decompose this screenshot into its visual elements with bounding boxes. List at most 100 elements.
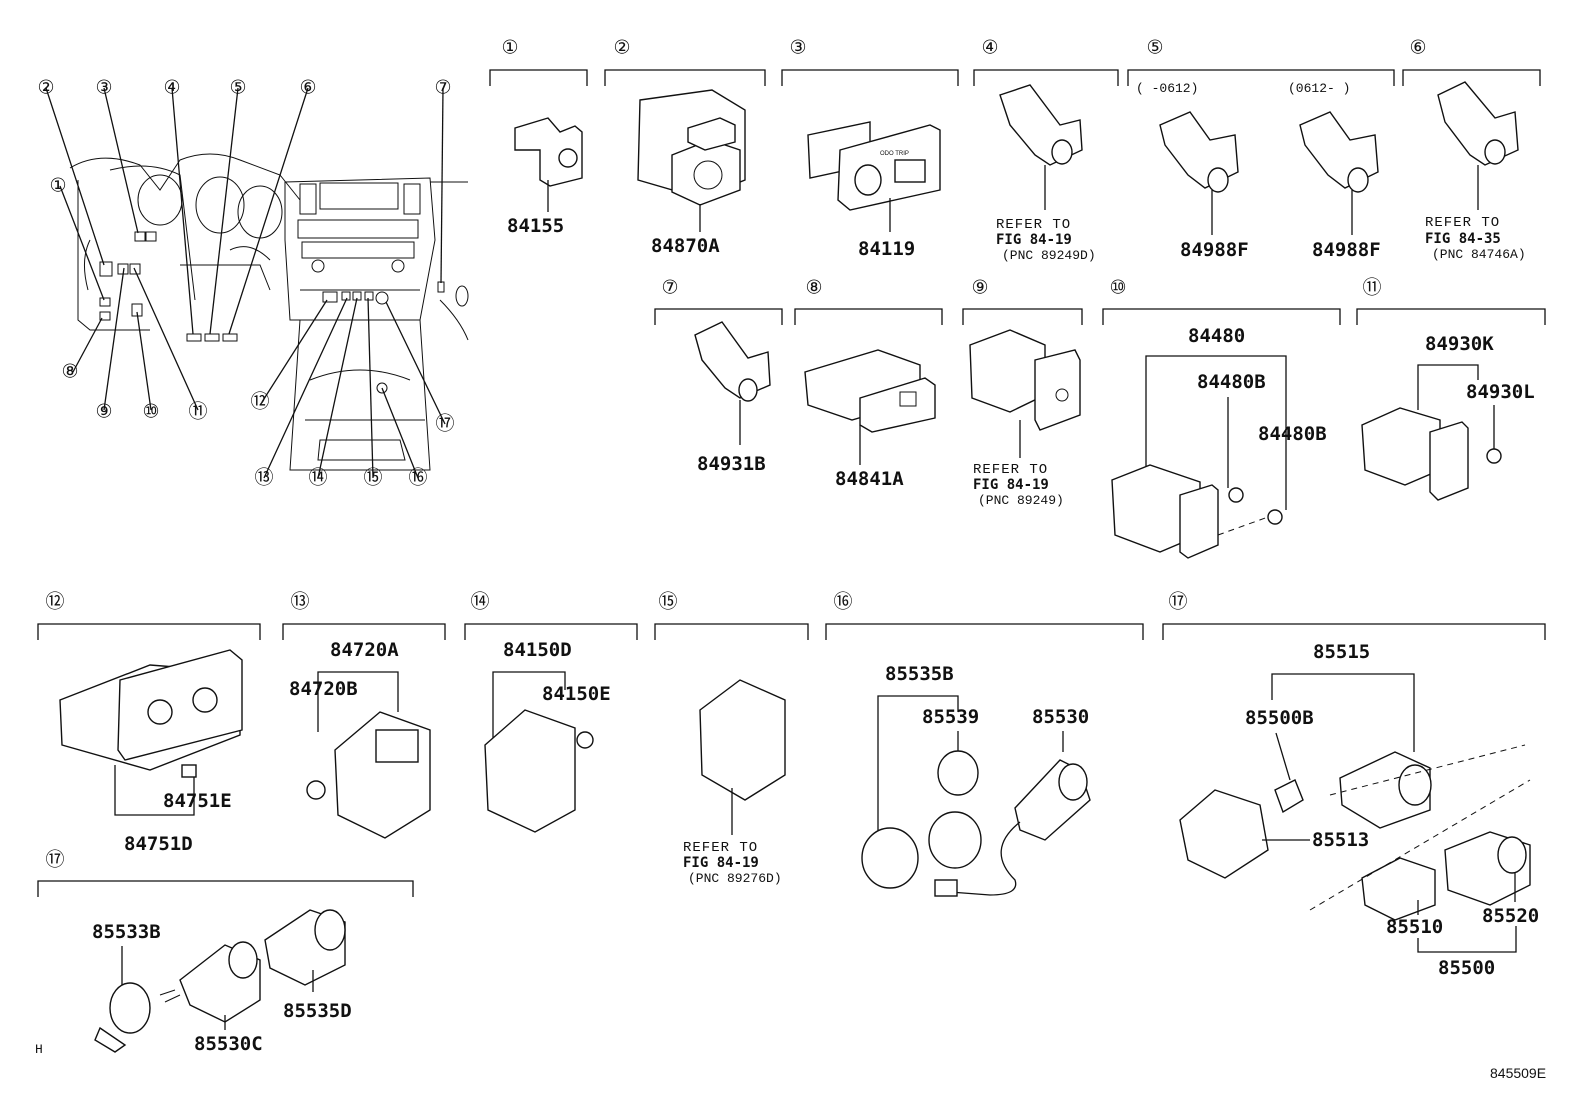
overview-callout-1: ① [49,176,66,197]
overview-callout-14: ⑭ [308,467,327,489]
section-4: ④ REFER TO FIG 84-19 (PNC 89249D) [973,38,1119,263]
overview-callout-8: ⑧ [61,362,78,383]
corner-mark: H [35,1042,43,1057]
section-number: ⑥ [1409,38,1426,59]
section-number: ⑤ [1146,38,1163,59]
section-7: ⑦ 84931B [654,278,783,475]
overview-callout-9: ⑨ [95,402,112,423]
section-12: ⑫ 84751E 84751D [37,591,261,855]
overview-leaders [45,87,446,479]
section-number: ⑰ [1168,591,1187,613]
part-number-84720b: 84720B [289,678,358,700]
part-number-85500b: 85500B [1245,707,1314,729]
overview-callout-12: ⑫ [250,391,269,413]
section-number: ⑨ [971,278,988,299]
section-15: ⑮ REFER TO FIG 84-19 (PNC 89276D) [654,591,809,886]
part-number-85535b: 85535B [885,663,954,685]
part-number-84150e: 84150E [542,683,611,705]
section-number: ⑦ [661,278,678,299]
part-number-85530c: 85530C [194,1033,263,1055]
range-early: ( -0612) [1136,81,1198,96]
section-2: ② 84870A [604,38,766,257]
section-number: ⑪ [1362,277,1381,299]
section-1: ① 84155 [489,38,588,237]
section-6: ⑥ REFER TO FIG 84-35 (PNC 84746A) [1402,38,1541,262]
refer-line-3: (PNC 89249) [978,493,1064,508]
section-number: ② [613,38,630,59]
figure-code: 845509E [1490,1065,1546,1081]
part-number: 84988F [1180,239,1249,261]
refer-line-3: (PNC 84746A) [1432,247,1526,262]
overview-callout-3: ③ [95,78,112,99]
overview-callout-17: ⑰ [435,413,454,435]
section-number: ⑰ [45,849,64,871]
part-number: 84988F [1312,239,1381,261]
section-5: ⑤ ( -0612) (0612- ) 84988F 84988F [1127,38,1395,261]
section-14: ⑭ 84150D 84150E [464,591,638,833]
range-late: (0612- ) [1288,81,1350,96]
refer-line-2: FIG 84-19 [996,232,1072,248]
part-number-84480: 84480 [1188,325,1245,347]
section-11: ⑪ 84930K 84930L [1356,277,1546,501]
overview-callout-10: ⑩ [142,402,159,423]
section-number: ⑮ [658,591,677,613]
refer-line-1: REFER TO [683,840,758,856]
section-number: ④ [981,38,998,59]
overview-callout-6: ⑥ [299,78,316,99]
part-number-84480b-a: 84480B [1197,371,1266,393]
overview-callout-15: ⑮ [363,467,382,489]
part-number: 84119 [858,238,915,260]
section-number: ⑫ [45,591,64,613]
part-number: 84870A [651,235,720,257]
refer-line-1: REFER TO [973,462,1048,478]
section-17-left: ⑰ 85533B 85530C 85535D [37,849,414,1055]
svg-text:ODO TRIP: ODO TRIP [880,151,909,157]
section-number: ③ [789,38,806,59]
refer-line-2: FIG 84-19 [973,477,1049,493]
refer-line-1: REFER TO [1425,215,1500,231]
part-number-84720a: 84720A [330,639,399,661]
section-3: ③ ODO TRIP 84119 [781,38,959,260]
part-number-85535d: 85535D [283,1000,352,1022]
part-number-84751e: 84751E [163,790,232,812]
overview-callout-group: ② ③ ④ ⑤ ⑥ ⑦ ① ⑧ ⑨ ⑩ ⑪ ⑫ ⑬ ⑭ ⑮ ⑯ ⑰ [37,78,454,489]
part-number-85500: 85500 [1438,957,1495,979]
section-number: ⑯ [833,591,852,613]
part-number-84751d: 84751D [124,833,193,855]
refer-line-3: (PNC 89249D) [1002,248,1096,263]
part-number-85513: 85513 [1312,829,1369,851]
section-number: ⑩ [1109,278,1126,299]
section-10: ⑩ 84480 84480B 84480B [1102,278,1341,559]
section-number: ⑬ [290,591,309,613]
overview-callout-13: ⑬ [254,467,273,489]
part-number-85520: 85520 [1482,905,1539,927]
overview-callout-5: ⑤ [229,78,246,99]
part-number-85533b: 85533B [92,921,161,943]
refer-line-1: REFER TO [996,217,1071,233]
overview-callout-4: ④ [163,78,180,99]
part-number-84150d: 84150D [503,639,572,661]
section-number: ⑧ [805,278,822,299]
section-number: ⑭ [470,591,489,613]
overview-callout-7: ⑦ [434,78,451,99]
refer-line-2: FIG 84-35 [1425,231,1501,247]
section-number: ① [501,38,518,59]
part-number: 84155 [507,215,564,237]
overview-callout-11: ⑪ [188,401,207,423]
dashboard-overview [69,153,469,471]
overview-callout-16: ⑯ [408,467,427,489]
part-number: 84841A [835,468,904,490]
part-number-84480b-b: 84480B [1258,423,1327,445]
section-16: ⑯ 85535B 85539 85530 [825,591,1144,897]
overview-callout-2: ② [37,78,54,99]
part-number-85530: 85530 [1032,706,1089,728]
section-9: ⑨ REFER TO FIG 84-19 (PNC 89249) [962,278,1083,508]
section-17-right: ⑰ 85515 85500B 85513 85510 85520 85500 [1162,591,1546,979]
part-number-85510: 85510 [1386,916,1443,938]
section-13: ⑬ 84720A 84720B [282,591,446,839]
part-number: 84931B [697,453,766,475]
part-number-84930l: 84930L [1466,381,1535,403]
refer-line-3: (PNC 89276D) [688,871,782,886]
